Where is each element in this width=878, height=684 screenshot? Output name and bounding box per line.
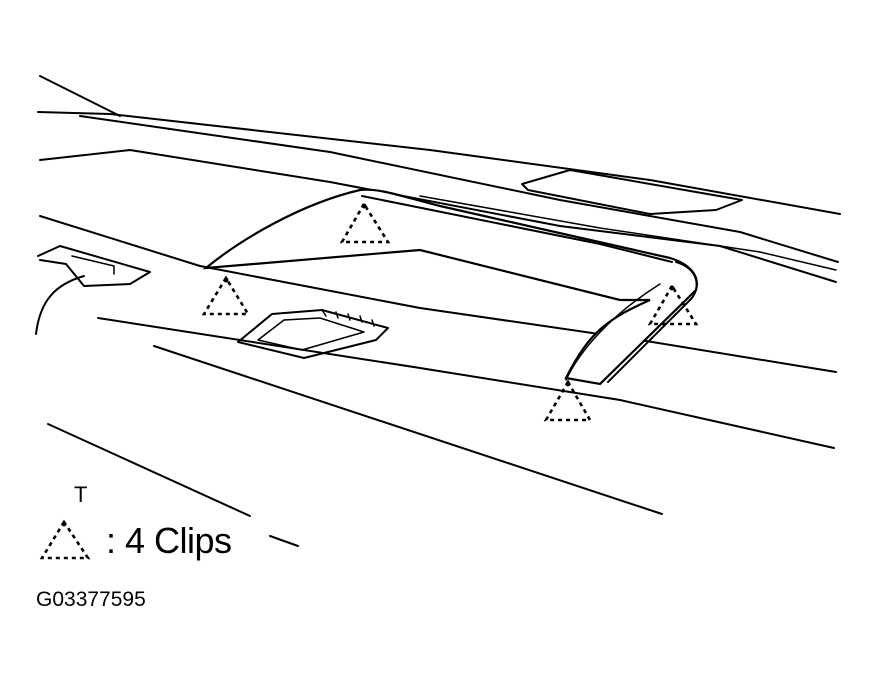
dash-top-line-4 <box>419 195 837 271</box>
defroster-vent <box>521 169 743 215</box>
left-vent <box>37 245 151 287</box>
center-vent-grille <box>321 309 375 327</box>
dash-body-line-2 <box>97 317 835 449</box>
center-vent <box>237 309 389 359</box>
clip-marker-left <box>201 275 251 316</box>
dashed-triangle-icon <box>39 519 91 560</box>
dash-bottom-line <box>47 423 251 517</box>
clip-marker-top <box>339 201 391 244</box>
clip-marker-bottom <box>543 379 593 422</box>
panel-top-edge <box>361 195 673 263</box>
center-vent-inner <box>257 317 365 351</box>
dash-top-line-2 <box>79 115 839 263</box>
dash-lower-line <box>153 345 663 515</box>
clip-marker-right <box>647 283 699 326</box>
left-vent-slot <box>71 255 115 275</box>
dash-body-line-1 <box>39 215 837 373</box>
dash-top-line-1 <box>37 111 841 215</box>
left-vent-curve <box>35 275 85 335</box>
figure-code: G03377595 <box>36 588 146 611</box>
dash-top-line-3 <box>39 149 837 283</box>
legend-clips-label: : 4 Clips <box>106 520 232 561</box>
panel-inner-fold <box>565 283 661 381</box>
instrument-panel-cover <box>202 188 698 386</box>
windshield-edge-line <box>39 75 121 117</box>
legend-mark-label: T <box>74 482 88 507</box>
dash-bottom-tick <box>269 535 299 547</box>
panel-right-edge <box>607 261 698 383</box>
